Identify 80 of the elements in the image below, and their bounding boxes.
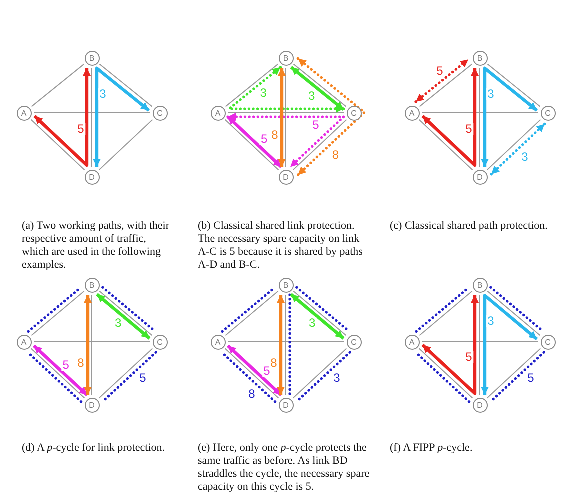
arrow — [278, 68, 286, 167]
node-circle: D — [84, 170, 100, 184]
edge-label: 8 — [270, 357, 278, 369]
edge-label: 3 — [114, 316, 123, 329]
edge-label: 5 — [436, 65, 444, 78]
edge-label: 3 — [308, 316, 317, 329]
link-line — [419, 64, 473, 108]
node-circle: A — [404, 334, 420, 350]
edge-label: 5 — [262, 364, 272, 377]
edge-label: 5 — [76, 123, 86, 136]
figure-caption: (b) Classical shared link protection. The necessary spare capacity on link A-C is 5 because it is shared by paths A-D and B-C. — [198, 220, 364, 272]
node-circle: C — [540, 334, 556, 350]
edge-label: 5 — [464, 123, 474, 136]
link-line — [30, 119, 86, 171]
link-line — [487, 64, 541, 108]
arrow — [422, 68, 479, 167]
edge-label: 8 — [248, 388, 256, 400]
edge-label: 5 — [62, 358, 70, 371]
node-circle: B — [84, 278, 100, 292]
link-line — [418, 119, 474, 171]
figure-caption: (a) Two working paths, with their respective amount of traffic, which are used in the following examples. — [22, 220, 171, 272]
figure-caption: (e) Here, only one p-cycle protects the same traffic as before. As link BD straddles the cycle, the necessary spare capacity on this cycle is 5. — [198, 442, 370, 494]
node-circle: C — [346, 106, 362, 120]
link-line — [228, 112, 344, 114]
node-circle: D — [278, 170, 294, 184]
node-circle: A — [16, 106, 32, 120]
edge-label: 5 — [464, 351, 474, 363]
link-line — [99, 64, 153, 108]
link-line — [292, 119, 348, 171]
node-circle: C — [152, 334, 168, 350]
edge-label: 8 — [76, 357, 86, 369]
node-circle: C — [152, 106, 168, 120]
node-circle: B — [278, 50, 294, 66]
dotted-arrow — [226, 113, 346, 168]
figure-caption: (c) Classical shared path protection. — [390, 220, 549, 233]
node-circle: D — [472, 170, 488, 184]
arrow — [277, 295, 285, 395]
edge-label: 8 — [270, 129, 280, 142]
edge-label: 5 — [526, 372, 536, 384]
node-circle: D — [84, 398, 100, 412]
link-line — [225, 64, 279, 108]
link-line — [34, 112, 150, 114]
dotted-arrow — [414, 58, 470, 104]
arrow — [422, 295, 479, 396]
arrow — [93, 66, 150, 167]
link-line — [98, 119, 154, 171]
node-circle: C — [346, 334, 362, 350]
node-circle: A — [16, 334, 32, 350]
node-circle: A — [404, 106, 420, 120]
node-circle: B — [84, 50, 100, 66]
figure-caption: (d) A p-cycle for link protection. — [22, 442, 166, 455]
arrow — [34, 68, 91, 167]
node-circle: D — [278, 398, 294, 412]
node-circle: B — [278, 278, 294, 292]
edge-label: 3 — [98, 88, 108, 100]
edge-label: 5 — [260, 132, 269, 145]
dotted-arrow — [296, 58, 366, 176]
arrow — [84, 295, 92, 395]
edge-label: 3 — [486, 88, 496, 100]
edge-label: 3 — [307, 90, 316, 102]
node-circle: A — [210, 106, 226, 120]
edge-label: 3 — [486, 315, 496, 327]
edge-label: 3 — [520, 150, 530, 163]
edge-label: 8 — [331, 148, 340, 161]
edge-label: 5 — [312, 119, 320, 131]
node-circle: A — [210, 334, 226, 350]
arrow — [481, 66, 538, 167]
node-circle: B — [472, 50, 488, 66]
edge-label: 5 — [138, 372, 148, 384]
node-circle: B — [472, 278, 488, 292]
node-circle: D — [472, 398, 488, 412]
node-circle: C — [540, 106, 556, 120]
dotted-line — [288, 294, 292, 396]
edge-label: 3 — [332, 372, 342, 384]
edge-label: 3 — [259, 86, 268, 99]
link-line — [31, 64, 85, 108]
dotted-arrow — [228, 66, 346, 113]
arrow — [481, 294, 538, 395]
figure-caption: (f) A FIPP p-cycle. — [390, 442, 474, 455]
link-line — [422, 112, 538, 114]
